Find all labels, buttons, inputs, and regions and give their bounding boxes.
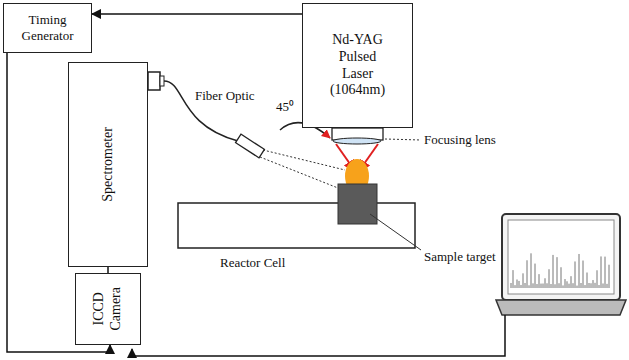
signal-connector: [92, 13, 302, 15]
spectrum-line: [517, 279, 518, 288]
spectrometer-port: [148, 72, 160, 90]
leader-line: [385, 139, 421, 140]
spectrum-plot: [511, 253, 609, 288]
spectrum-line: [601, 256, 602, 288]
spectrometer-box: Spectrometer: [68, 62, 148, 267]
sample-target: [338, 184, 377, 224]
spectrum-line: [607, 284, 608, 288]
spectrum-line: [561, 267, 562, 288]
data-cable: [132, 315, 505, 356]
spectrum-line: [537, 284, 538, 288]
spectrum-line: [543, 284, 544, 288]
spectrum-line: [595, 283, 596, 288]
spectrum-line: [599, 285, 600, 288]
spectrum-line: [603, 283, 604, 288]
fiber-label: Fiber Optic: [195, 88, 255, 104]
spectrum-line: [541, 284, 542, 288]
spectrum-line: [597, 270, 598, 288]
spectrum-line: [551, 284, 552, 288]
spectrum-line: [515, 285, 516, 288]
focusing-lens: [333, 138, 381, 144]
node-label: ICCD Camera: [91, 279, 125, 339]
camera-box: ICCD Camera: [75, 273, 141, 345]
node-label: Nd-YAG Pulsed Laser (1064nm): [323, 32, 393, 99]
spectrum-line: [531, 253, 532, 288]
target-label: Sample target: [424, 249, 496, 265]
spectrum-line: [591, 283, 592, 288]
timing-generator-box: Timing Generator: [3, 3, 92, 53]
spectrum-line: [513, 270, 514, 288]
spectrum-line: [539, 274, 540, 288]
spectrum-line: [593, 280, 594, 288]
lens-label: Focusing lens: [424, 132, 496, 148]
node-label: Timing Generator: [13, 12, 83, 43]
spectrum-line: [579, 254, 580, 288]
laptop-display: [508, 220, 614, 294]
spectrum-line: [575, 261, 576, 288]
spectrum-line: [523, 273, 524, 288]
spectrum-line: [547, 283, 548, 288]
spectrum-line: [569, 284, 570, 288]
spectrum-line: [573, 283, 574, 288]
spectrum-line: [609, 265, 610, 288]
spectrum-line: [587, 273, 588, 288]
spectrum-line: [605, 257, 606, 288]
spectrum-line: [533, 283, 534, 288]
spectrum-line: [557, 257, 558, 288]
spectrum-line: [567, 281, 568, 288]
spectrum-line: [549, 269, 550, 288]
spectrum-line: [585, 285, 586, 288]
spectrum-line: [521, 285, 522, 288]
collector-head: [236, 134, 265, 158]
spectrum-line: [535, 264, 536, 288]
collection-cone: [260, 157, 343, 190]
spectrum-line: [525, 283, 526, 288]
fiber-connector: [160, 76, 164, 86]
collection-cone: [263, 150, 345, 170]
spectrum-line: [553, 255, 554, 288]
node-label: Spectrometer: [100, 127, 117, 202]
spectrum-line: [581, 283, 582, 288]
spectrum-line: [519, 281, 520, 288]
angle-label: 45⁰: [276, 99, 294, 115]
spectrum-line: [555, 284, 556, 288]
spectrum-line: [577, 286, 578, 288]
reactor-cell: [178, 203, 415, 248]
laptop-base: [496, 300, 626, 315]
laser-box: Nd-YAG Pulsed Laser (1064nm): [302, 3, 413, 128]
spectrum-line: [529, 285, 530, 288]
spectrum-line: [583, 261, 584, 288]
spectrum-line: [511, 283, 512, 288]
spectrum-line: [563, 285, 564, 288]
spectrum-line: [589, 283, 590, 288]
spectrum-line: [559, 283, 560, 288]
spectrum-line: [545, 278, 546, 288]
spectrum-line: [527, 260, 528, 288]
leader-line: [370, 214, 421, 250]
cell-label: Reactor Cell: [220, 255, 285, 271]
laptop-screen: [502, 214, 620, 300]
spectrum-line: [571, 276, 572, 288]
spectrum-line: [565, 279, 566, 288]
